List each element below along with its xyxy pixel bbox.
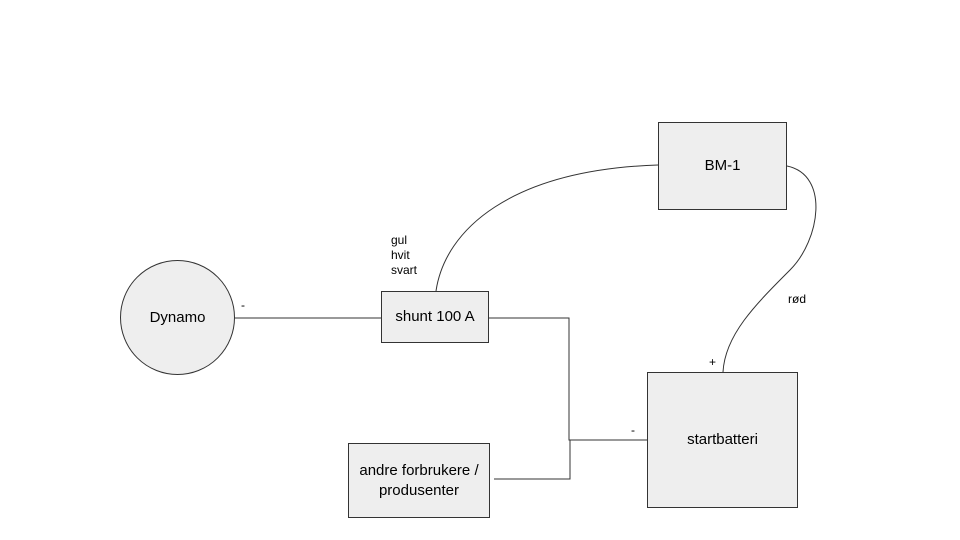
dynamo-label: Dynamo bbox=[149, 308, 206, 326]
startbatteri-label: startbatteri bbox=[687, 431, 758, 448]
battery-plus-label: + bbox=[709, 355, 717, 369]
shunt-node: shunt 100 A bbox=[381, 291, 489, 343]
andre-forbrukere-label: andre forbrukere / produsenter bbox=[359, 461, 479, 499]
wire-shunt-bm1 bbox=[435, 164, 659, 292]
dynamo-node: Dynamo bbox=[120, 260, 235, 375]
bm1-label: BM-1 bbox=[704, 157, 741, 174]
shunt-label: shunt 100 A bbox=[395, 308, 475, 325]
wire-andre-junction bbox=[494, 440, 571, 480]
wire-gul-label: gul bbox=[391, 233, 408, 247]
wire-hvit-label: hvit bbox=[391, 248, 410, 262]
bm1-node: BM-1 bbox=[658, 122, 787, 210]
wire-bm1-battery bbox=[722, 165, 817, 373]
andre-forbrukere-node: andre forbrukere / produsenter bbox=[348, 443, 490, 518]
wire-svart-label: svart bbox=[391, 263, 418, 277]
dynamo-minus-label: - bbox=[241, 298, 245, 312]
rod-wire-label: rød bbox=[788, 292, 806, 306]
battery-minus-label: - bbox=[631, 423, 635, 437]
startbatteri-node: startbatteri bbox=[647, 372, 798, 508]
wire-shunt-battery bbox=[489, 317, 647, 441]
